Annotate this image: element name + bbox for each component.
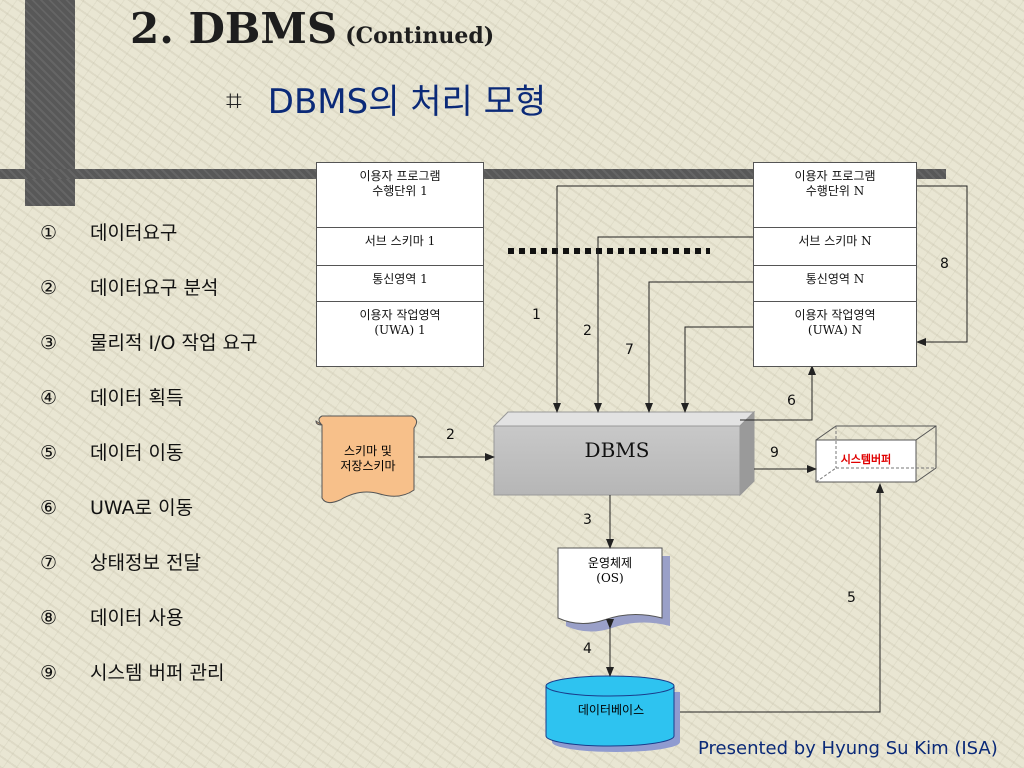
- unitN-program-line1: 이용자 프로그램: [794, 169, 876, 183]
- arrow-5: [680, 483, 884, 713]
- list-item: ③ 물리적 I/O 작업 요구: [40, 328, 257, 383]
- arrow-label-4: 4: [583, 641, 592, 657]
- dbms-label: DBMS: [584, 438, 650, 462]
- unitN-subschema-box: 서브 스키마 N: [753, 227, 917, 266]
- schema-document: [315, 415, 418, 504]
- slide-title: 2. DBMS (Continued): [130, 4, 494, 53]
- os-label: 운영체제 (OS): [558, 556, 662, 586]
- schema-line1: 스키마 및: [344, 444, 392, 458]
- title-text: 2. DBMS: [130, 4, 338, 53]
- step-label: 상태정보 전달: [90, 552, 201, 574]
- schema-label: 스키마 및 저장스키마: [318, 444, 418, 474]
- os-line2: (OS): [596, 571, 624, 585]
- unit1-uwa-box: 이용자 작업영역 (UWA) 1: [316, 301, 484, 367]
- dbms-box: [493, 425, 741, 496]
- step-label: 데이터 획득: [90, 387, 184, 409]
- arrow-label-7: 7: [625, 342, 634, 358]
- subtitle-text: DBMS의 처리 모형: [267, 82, 547, 122]
- buffer-box-front: [815, 439, 917, 483]
- unitN-comm-box: 통신영역 N: [753, 265, 917, 302]
- dbms-box-side: [739, 410, 755, 497]
- unitN-program-box: 이용자 프로그램 수행단위 N: [753, 162, 917, 228]
- arrow-label-3: 3: [583, 512, 592, 528]
- list-item: ⑦ 상태정보 전달: [40, 548, 257, 603]
- arrow-label-1: 1: [532, 307, 541, 323]
- arrow-label-2-schema: 2: [446, 427, 455, 443]
- arrow-label-2: 2: [583, 323, 592, 339]
- unitN-uwa-line2: (UWA) N: [807, 323, 863, 337]
- list-item: ⑧ 데이터 사용: [40, 603, 257, 658]
- step-label: 시스템 버퍼 관리: [90, 662, 225, 684]
- arrow-label-8: 8: [940, 256, 949, 272]
- db-cylinder: [545, 686, 675, 747]
- step-number: ④: [40, 387, 58, 409]
- list-item: ④ 데이터 획득: [40, 383, 257, 438]
- schema-line2: 저장스키마: [340, 459, 396, 473]
- unit1-comm-label: 통신영역 1: [372, 272, 428, 286]
- step-number: ⑤: [40, 442, 58, 464]
- arrow-7: [645, 281, 753, 413]
- list-item: ① 데이터요구: [40, 218, 257, 273]
- arrow-label-9: 9: [770, 445, 779, 461]
- list-item: ⑤ 데이터 이동: [40, 438, 257, 493]
- footer-credit: Presented by Hyung Su Kim (ISA): [698, 738, 998, 759]
- dbms-box-top: [492, 411, 756, 427]
- unit1-subschema-label: 서브 스키마 1: [364, 234, 436, 248]
- arrow-label-6: 6: [787, 393, 796, 409]
- arrow-2: [594, 236, 753, 413]
- bullet-mark-icon: ⌗: [226, 84, 242, 117]
- unit1-uwa-line1: 이용자 작업영역: [359, 308, 441, 322]
- step-number: ②: [40, 277, 58, 299]
- unitN-comm-label: 통신영역 N: [805, 272, 865, 286]
- unitN-uwa-box: 이용자 작업영역 (UWA) N: [753, 301, 917, 367]
- step-number: ⑧: [40, 607, 58, 629]
- unit1-uwa-line2: (UWA) 1: [374, 323, 426, 337]
- system-buffer-label: 시스템버퍼: [840, 453, 892, 466]
- os-line1: 운영체제: [587, 556, 633, 570]
- unit1-subschema-box: 서브 스키마 1: [316, 227, 484, 266]
- step-label: 데이터 사용: [90, 607, 184, 629]
- unit1-program-line2: 수행단위 1: [372, 184, 428, 198]
- unitN-subschema-label: 서브 스키마 N: [798, 234, 872, 248]
- unitN-program-line2: 수행단위 N: [805, 184, 865, 198]
- os-document: [557, 547, 663, 624]
- list-item: ⑨ 시스템 버퍼 관리: [40, 658, 257, 713]
- step-number: ①: [40, 222, 58, 244]
- arrow-uwa: [681, 326, 753, 413]
- step-label: 데이터요구 분석: [90, 277, 219, 299]
- step-label: 데이터요구: [90, 222, 178, 244]
- step-label: 물리적 I/O 작업 요구: [90, 332, 258, 354]
- step-number: ③: [40, 332, 58, 354]
- unit1-program-line1: 이용자 프로그램: [359, 169, 441, 183]
- arrow-8: [908, 182, 968, 346]
- list-item: ② 데이터요구 분석: [40, 273, 257, 328]
- list-item: ⑥ UWA로 이동: [40, 493, 257, 548]
- db-cylinder-top: [545, 675, 675, 697]
- step-label: UWA로 이동: [90, 497, 194, 519]
- arrow-label-5: 5: [847, 590, 856, 606]
- title-suffix: (Continued): [345, 23, 495, 49]
- step-number: ⑨: [40, 662, 58, 684]
- unitN-uwa-line1: 이용자 작업영역: [794, 308, 876, 322]
- unit1-comm-box: 통신영역 1: [316, 265, 484, 302]
- unit1-program-box: 이용자 프로그램 수행단위 1: [316, 162, 484, 228]
- step-number: ⑥: [40, 497, 58, 519]
- database-label: 데이터베이스: [577, 703, 645, 717]
- step-label: 데이터 이동: [90, 442, 184, 464]
- step-number: ⑦: [40, 552, 58, 574]
- arrow-6: [740, 365, 816, 421]
- slide-subtitle: ⌗ DBMS의 처리 모형: [226, 74, 546, 123]
